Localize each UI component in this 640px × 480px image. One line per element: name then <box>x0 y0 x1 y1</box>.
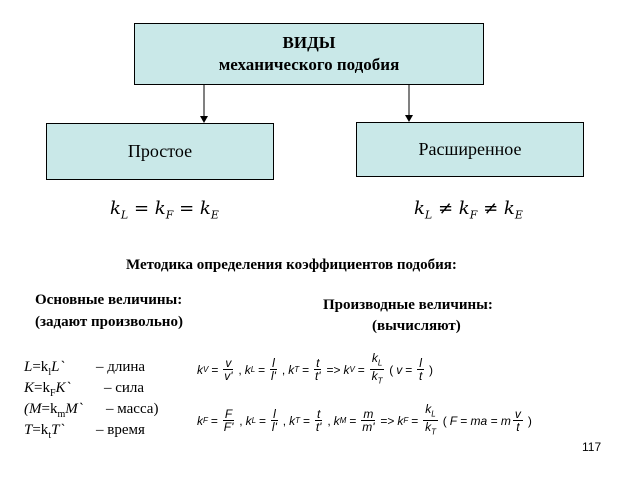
simple-equation: kL = kF = kE <box>110 198 219 222</box>
method-title: Методика определения коэффициентов подоб… <box>126 257 457 273</box>
basic-list-item: T=ktT` – время <box>24 422 145 441</box>
extended-similarity-box: Расширенное <box>356 122 584 177</box>
basic-list-item: (M=kmM` – масса) <box>24 401 159 420</box>
basic-quantities-subtitle: (задают произвольно) <box>35 314 183 330</box>
page-number: 117 <box>582 440 602 454</box>
types-title: ВИДЫ <box>282 33 336 52</box>
basic-quantities-title: Основные величины: <box>35 292 183 308</box>
types-subtitle: механического подобия <box>218 55 400 74</box>
derived-quantities-title: Производные величины: <box>323 297 493 313</box>
basic-list-item: L=klL` – длина <box>24 359 146 378</box>
extended-label: Расширенное <box>418 139 522 159</box>
types-box: ВИДЫ механического подобия <box>134 23 484 85</box>
extended-equation: kL ≠ kF ≠ kE <box>414 198 523 222</box>
derived-quantities-subtitle: (вычисляют) <box>372 318 461 334</box>
simple-label: Простое <box>127 141 193 161</box>
simple-similarity-box: Простое <box>46 123 274 180</box>
basic-list-item: K=kFK` – сила <box>24 380 145 399</box>
